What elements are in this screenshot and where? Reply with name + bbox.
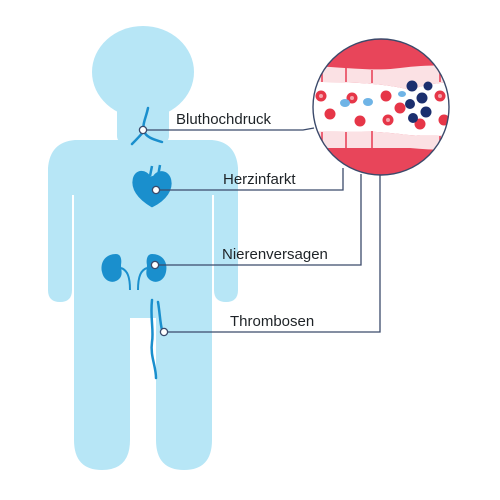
connector-kidney-failure (155, 174, 362, 266)
leg-vessel-icon (150, 298, 164, 380)
label-blood-pressure: Bluthochdruck (176, 111, 272, 128)
connector-blood-pressure (143, 127, 315, 131)
dot-heart-attack (151, 185, 161, 195)
vessel-magnifier (312, 38, 450, 176)
dot-kidney-failure (150, 260, 160, 270)
connector-thrombosis (164, 175, 381, 333)
label-thrombosis: Thrombosen (230, 313, 314, 330)
label-kidney-failure: Nierenversagen (222, 246, 328, 263)
heart-icon (132, 164, 172, 208)
label-heart-attack: Herzinfarkt (223, 171, 296, 188)
connector-lines (143, 127, 381, 333)
body-silhouette (48, 26, 238, 470)
connector-heart-attack (156, 168, 344, 191)
dot-thrombosis (159, 327, 169, 337)
dot-blood-pressure (138, 125, 148, 135)
connector-dots (138, 125, 169, 337)
